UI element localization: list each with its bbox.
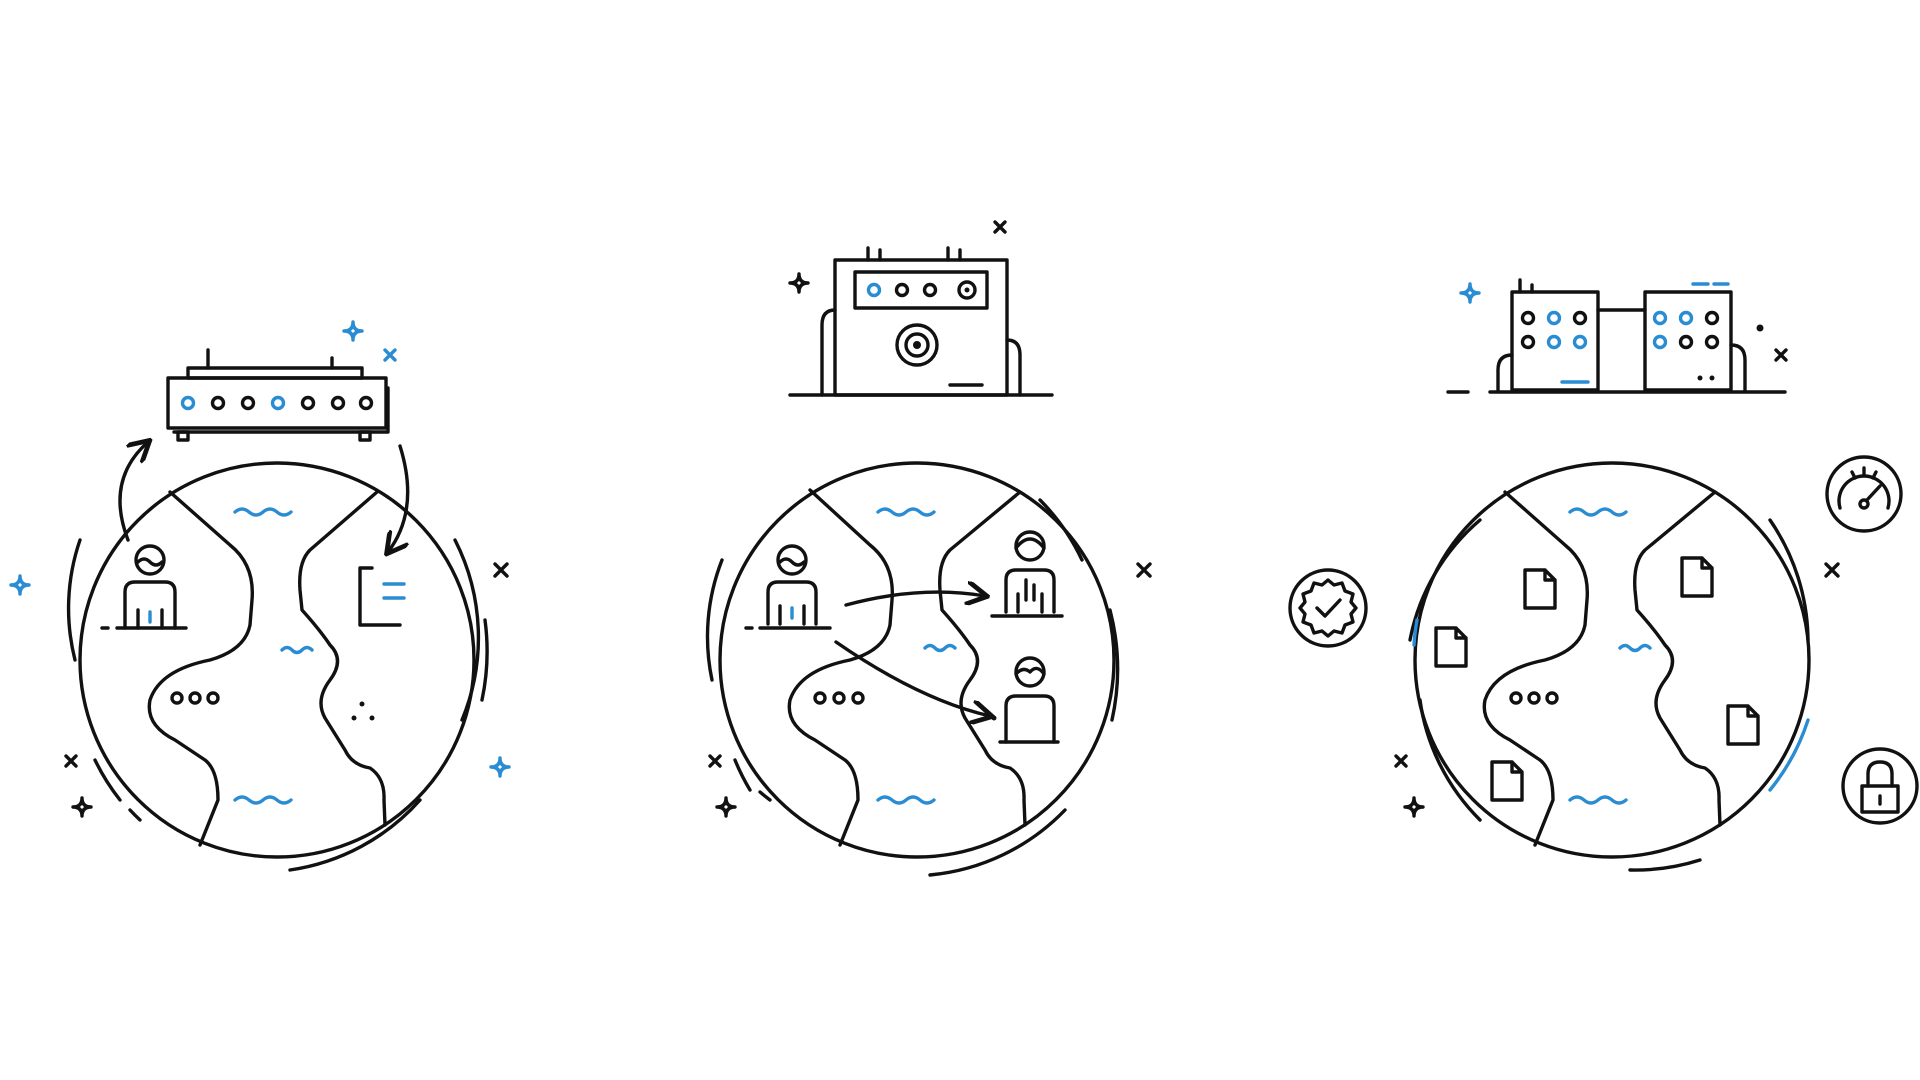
buildings-icon (1446, 278, 1788, 394)
data-center-icon (788, 220, 1054, 397)
sparkle-icon (9, 320, 511, 818)
document-icon (1434, 626, 1468, 668)
document-icon (358, 566, 406, 627)
globe-icon (66, 461, 489, 872)
check-badge-icon (1288, 568, 1368, 648)
person-icon (991, 656, 1060, 744)
rack-server-icon (166, 348, 390, 442)
globe-icon (705, 461, 1120, 877)
sparkle-icon (708, 562, 1152, 818)
document-icon (1523, 568, 1557, 610)
share-arrows-icon (834, 592, 990, 716)
person-icon (100, 544, 188, 630)
globe-icon (1408, 461, 1811, 872)
document-icon (1490, 760, 1524, 802)
document-icon (1726, 704, 1760, 746)
refresh-arrows-icon (118, 442, 410, 552)
document-icon (1680, 556, 1714, 598)
panel-data-center-sharing (705, 220, 1152, 877)
gauge-icon (1825, 455, 1903, 533)
person-icon (744, 544, 832, 630)
panel-server-exchange (9, 320, 511, 872)
person-icon (990, 530, 1064, 618)
panel-secure-documents (1288, 278, 1919, 872)
lock-icon (1841, 747, 1919, 825)
sparkle-icon (1394, 562, 1840, 818)
